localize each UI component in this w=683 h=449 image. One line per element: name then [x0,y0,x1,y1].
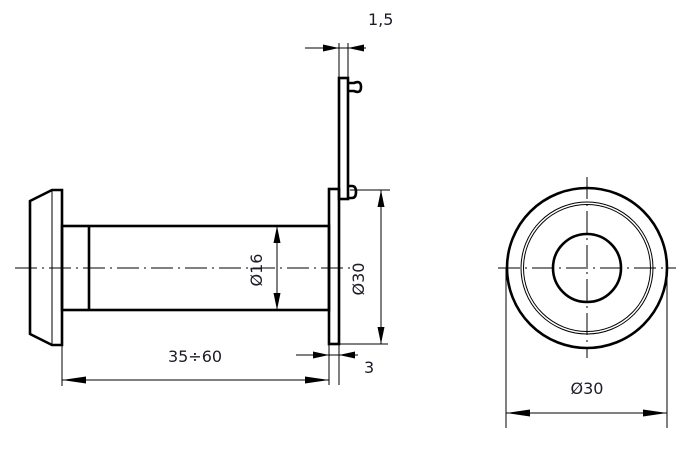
inner-ring-outer [520,201,654,335]
inner-ring-inner [523,204,651,332]
pin-top [348,80,363,94]
dim-door-thickness: 35÷60 [168,347,222,366]
flange [327,187,341,346]
dim-plate-thickness: 1,5 [368,10,393,29]
side-view: 1,5 Ø16 Ø30 3 35÷60 [15,10,393,386]
pin-bottom [348,184,358,200]
dim-tube-diameter: Ø16 [247,254,266,287]
dim-flange-thickness: 3 [364,358,374,377]
lens-hole [551,232,623,304]
dim-outer-diameter: Ø30 [571,379,604,398]
dim-flange-diameter: Ø30 [349,263,368,296]
front-view: Ø30 [498,177,676,428]
cover-plate [337,76,350,201]
